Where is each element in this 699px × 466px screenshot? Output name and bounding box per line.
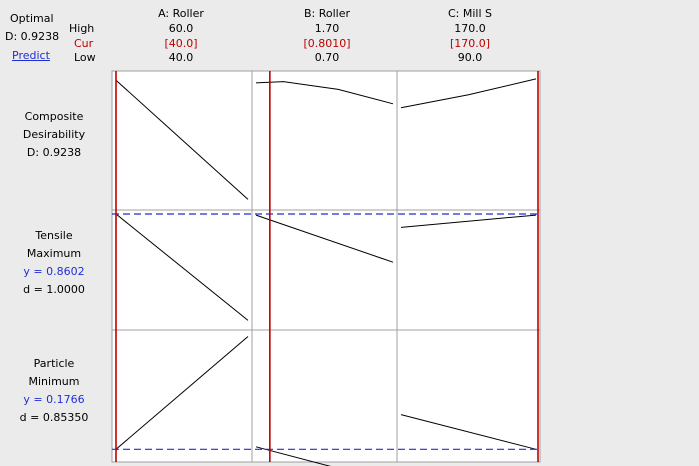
- predict-link[interactable]: Predict: [12, 49, 50, 62]
- response-y-value: y = 0.1766: [23, 393, 85, 406]
- row-label-tensile: Tensile Maximum y = 0.8602 d = 1.0000: [2, 227, 106, 299]
- plot-panel: [396, 329, 541, 463]
- factor-a-low: 40.0: [168, 51, 194, 64]
- factor-c-low: 90.0: [457, 51, 483, 64]
- plot-panel: [251, 329, 398, 463]
- row-label-line: Particle: [33, 357, 75, 370]
- cur-label: Cur: [74, 37, 94, 50]
- response-curve: [115, 79, 249, 200]
- row-label-line: Maximum: [26, 247, 82, 260]
- optimal-label: Optimal: [10, 12, 54, 25]
- low-label: Low: [74, 51, 96, 64]
- factor-a-name: A: Roller: [158, 7, 204, 20]
- plot-panel: [251, 209, 398, 331]
- plot-panel: [396, 209, 541, 331]
- response-curve: [400, 78, 537, 109]
- factor-a-high: 60.0: [168, 22, 194, 35]
- response-curve: [400, 214, 537, 228]
- factor-a-cur[interactable]: [40.0]: [164, 37, 198, 50]
- response-curve: [255, 446, 332, 466]
- row-label-composite: Composite Desirability D: 0.9238: [2, 108, 106, 162]
- response-curve: [255, 214, 394, 263]
- response-d-value: d = 0.85350: [19, 411, 89, 424]
- optimal-desirability: D: 0.9238: [5, 30, 60, 43]
- plot-panel: [111, 329, 253, 463]
- row-label-line: Composite: [24, 110, 84, 123]
- plot-panel: [396, 70, 541, 211]
- factor-b-high: 1.70: [314, 22, 340, 35]
- response-d-value: d = 1.0000: [23, 283, 85, 296]
- response-y-value: y = 0.8602: [23, 265, 85, 278]
- row-label-line: D: 0.9238: [26, 146, 82, 159]
- factor-b-low: 0.70: [314, 51, 340, 64]
- response-curve: [400, 414, 537, 450]
- response-curve: [115, 336, 249, 450]
- row-label-line: Desirability: [22, 128, 86, 141]
- plot-panel: [111, 70, 253, 211]
- row-label-line: Tensile: [35, 229, 73, 242]
- response-curve: [115, 213, 249, 321]
- factor-c-cur[interactable]: [170.0]: [449, 37, 491, 50]
- factor-c-name: C: Mill S: [447, 7, 493, 20]
- factor-b-name: B: Roller: [303, 7, 351, 20]
- plot-panel: [251, 70, 398, 211]
- high-label: High: [69, 22, 95, 35]
- row-label-particle: Particle Minimum y = 0.1766 d = 0.85350: [2, 355, 106, 427]
- row-label-line: Minimum: [28, 375, 80, 388]
- factor-c-high: 170.0: [454, 22, 486, 35]
- factor-b-cur[interactable]: [0.8010]: [303, 37, 351, 50]
